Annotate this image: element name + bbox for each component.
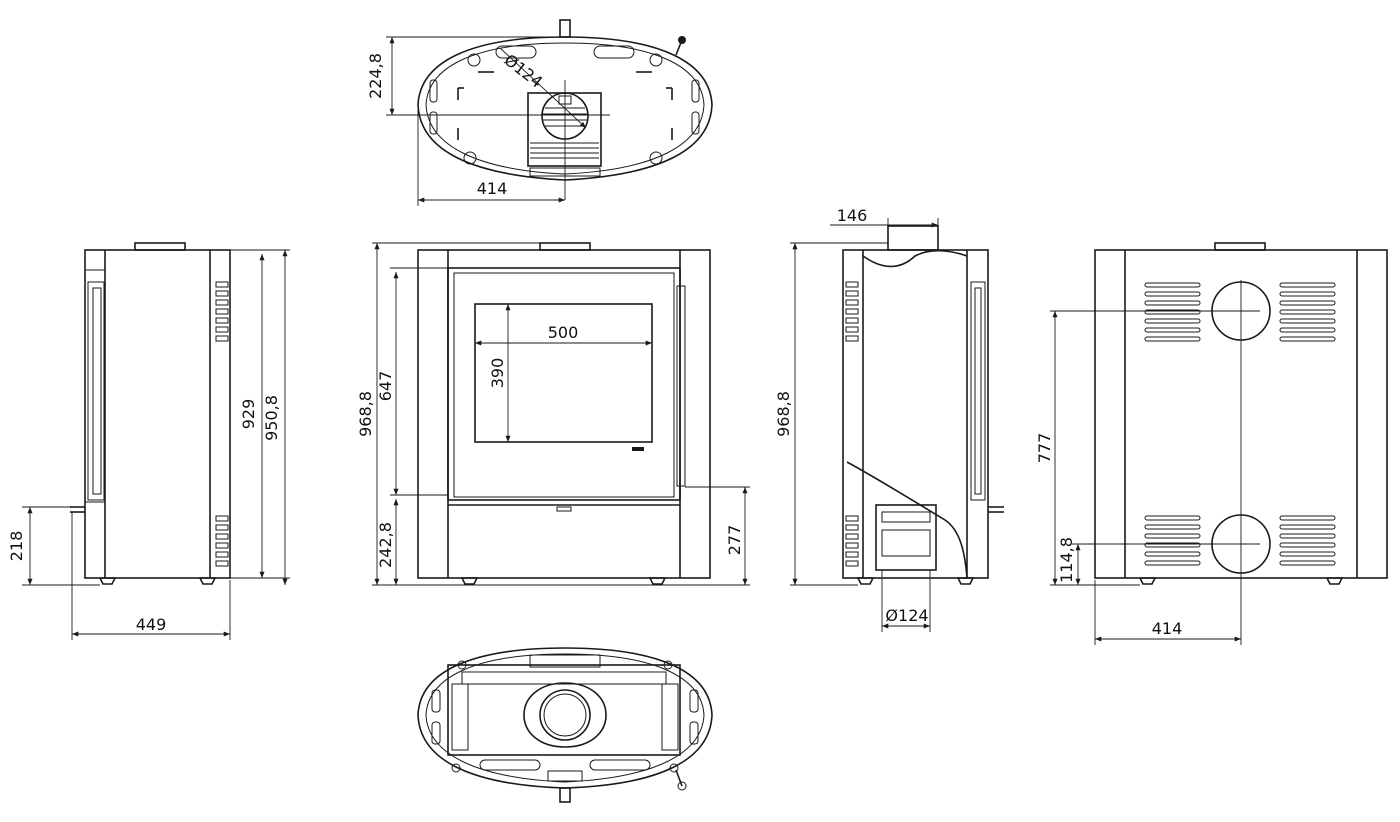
left-height-929-label: 929 bbox=[239, 399, 258, 430]
rear-upper-outlet-label: 777 bbox=[1035, 433, 1054, 464]
right-side-view bbox=[790, 218, 1004, 632]
left-side-view bbox=[22, 242, 290, 640]
right-flue-diameter-label: Ø124 bbox=[885, 606, 928, 625]
rear-lower-outlet-label: 114,8 bbox=[1057, 537, 1076, 583]
top-width-label: 414 bbox=[477, 179, 508, 198]
front-bottom-height-label: 242,8 bbox=[376, 522, 395, 568]
left-base-height-label: 218 bbox=[7, 531, 26, 562]
rear-view bbox=[1050, 242, 1388, 645]
front-total-height-label: 968,8 bbox=[356, 391, 375, 437]
top-depth-label: 224,8 bbox=[366, 53, 385, 99]
front-outlet-height-label: 277 bbox=[725, 525, 744, 556]
top-view bbox=[386, 19, 713, 206]
front-window-height-label: 390 bbox=[488, 358, 507, 389]
front-view bbox=[372, 242, 750, 586]
front-window-width-label: 500 bbox=[548, 323, 579, 342]
bottom-view bbox=[417, 647, 713, 803]
rear-offset-label: 414 bbox=[1152, 619, 1183, 638]
front-door-height-label: 647 bbox=[376, 371, 395, 402]
top-flue-diameter-label: Ø124 bbox=[501, 50, 547, 92]
left-height-950-label: 950,8 bbox=[262, 395, 281, 441]
right-total-height-label: 968,8 bbox=[774, 391, 793, 437]
right-top-offset-label: 146 bbox=[837, 206, 868, 225]
left-depth-label: 449 bbox=[136, 615, 167, 634]
